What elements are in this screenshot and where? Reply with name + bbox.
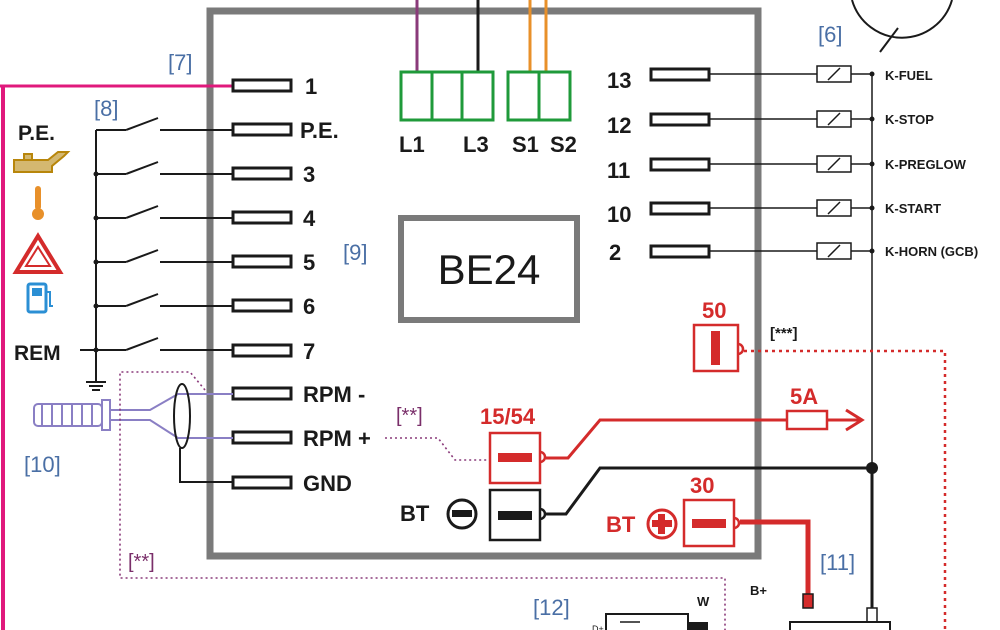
fuse-label: 5A bbox=[790, 384, 818, 409]
pin-pe: P.E. bbox=[300, 118, 339, 143]
label-rem: REM bbox=[14, 342, 61, 365]
pin-1: 1 bbox=[305, 74, 317, 99]
battery bbox=[789, 593, 891, 630]
label-s2: S2 bbox=[550, 132, 577, 157]
terminal-30-label: 30 bbox=[690, 473, 714, 498]
minus-icon bbox=[446, 498, 478, 530]
ref-10: [10] bbox=[24, 452, 61, 477]
terminal-15-54 bbox=[488, 431, 547, 485]
output-relays bbox=[709, 65, 872, 260]
fuel-pump-icon bbox=[26, 282, 53, 314]
terminal-30 bbox=[682, 498, 741, 548]
bt-plus-label: BT bbox=[606, 512, 636, 537]
warning-icon bbox=[12, 232, 64, 274]
controller-frame bbox=[206, 7, 762, 560]
current-connector bbox=[506, 70, 572, 122]
left-terminals bbox=[231, 78, 293, 490]
pin-7: 7 bbox=[303, 339, 315, 364]
pin-4: 4 bbox=[303, 206, 316, 231]
label-k-stop: K-STOP bbox=[885, 112, 934, 127]
terminal-31 bbox=[488, 488, 547, 542]
w-label: W bbox=[697, 594, 710, 609]
bt-minus-label: BT bbox=[400, 501, 430, 526]
alternator: D+ bbox=[592, 613, 708, 630]
ground-symbol bbox=[86, 350, 106, 391]
input-switches bbox=[80, 117, 233, 351]
thermometer-icon bbox=[32, 186, 44, 220]
ref-8: [8] bbox=[94, 96, 118, 121]
plus-icon bbox=[646, 508, 678, 540]
ref-11: [11] bbox=[820, 550, 855, 575]
terminal-50-label: 50 bbox=[702, 298, 726, 323]
label-k-horn: K-HORN (GCB) bbox=[885, 244, 978, 259]
terminal-50 bbox=[692, 323, 745, 373]
label-k-preglow: K-PREGLOW bbox=[885, 157, 967, 172]
note-2a: [**] bbox=[396, 405, 423, 427]
svg-text:D+: D+ bbox=[592, 624, 604, 630]
pin-6: 6 bbox=[303, 294, 315, 319]
ref-12: [12] bbox=[533, 595, 570, 620]
terminal-1554-label: 15/54 bbox=[480, 404, 536, 429]
pin-12: 12 bbox=[607, 113, 631, 138]
pin-rpm-plus: RPM + bbox=[303, 426, 371, 451]
label-l1: L1 bbox=[399, 132, 425, 157]
oil-can-icon bbox=[13, 151, 71, 173]
fuse-5a bbox=[785, 409, 829, 431]
rpm-sensor bbox=[33, 383, 233, 449]
bplus-label: B+ bbox=[750, 583, 767, 598]
pin-3: 3 bbox=[303, 162, 315, 187]
pin-11: 11 bbox=[607, 158, 630, 183]
controller-label-box bbox=[398, 215, 580, 323]
voltage-connector bbox=[399, 70, 495, 122]
label-k-start: K-START bbox=[885, 201, 941, 216]
ref-7: [7] bbox=[168, 50, 192, 75]
actuator-symbol bbox=[851, 0, 953, 39]
ref-6: [6] bbox=[818, 22, 842, 47]
label-k-fuel: K-FUEL bbox=[885, 68, 933, 83]
ref-9: [9] bbox=[343, 240, 367, 265]
controller-name: BE24 bbox=[438, 246, 541, 293]
right-terminals bbox=[649, 67, 711, 259]
pin-13: 13 bbox=[607, 68, 631, 93]
note-2b: [**] bbox=[128, 551, 155, 573]
pin-rpm-minus: RPM - bbox=[303, 382, 365, 407]
label-pe: P.E. bbox=[18, 122, 55, 145]
label-l3: L3 bbox=[463, 132, 489, 157]
pin-5: 5 bbox=[303, 250, 315, 275]
label-s1: S1 bbox=[512, 132, 539, 157]
note-3: [***] bbox=[770, 325, 798, 342]
pin-10: 10 bbox=[607, 202, 631, 227]
pin-2: 2 bbox=[609, 240, 621, 265]
pin-gnd: GND bbox=[303, 471, 352, 496]
